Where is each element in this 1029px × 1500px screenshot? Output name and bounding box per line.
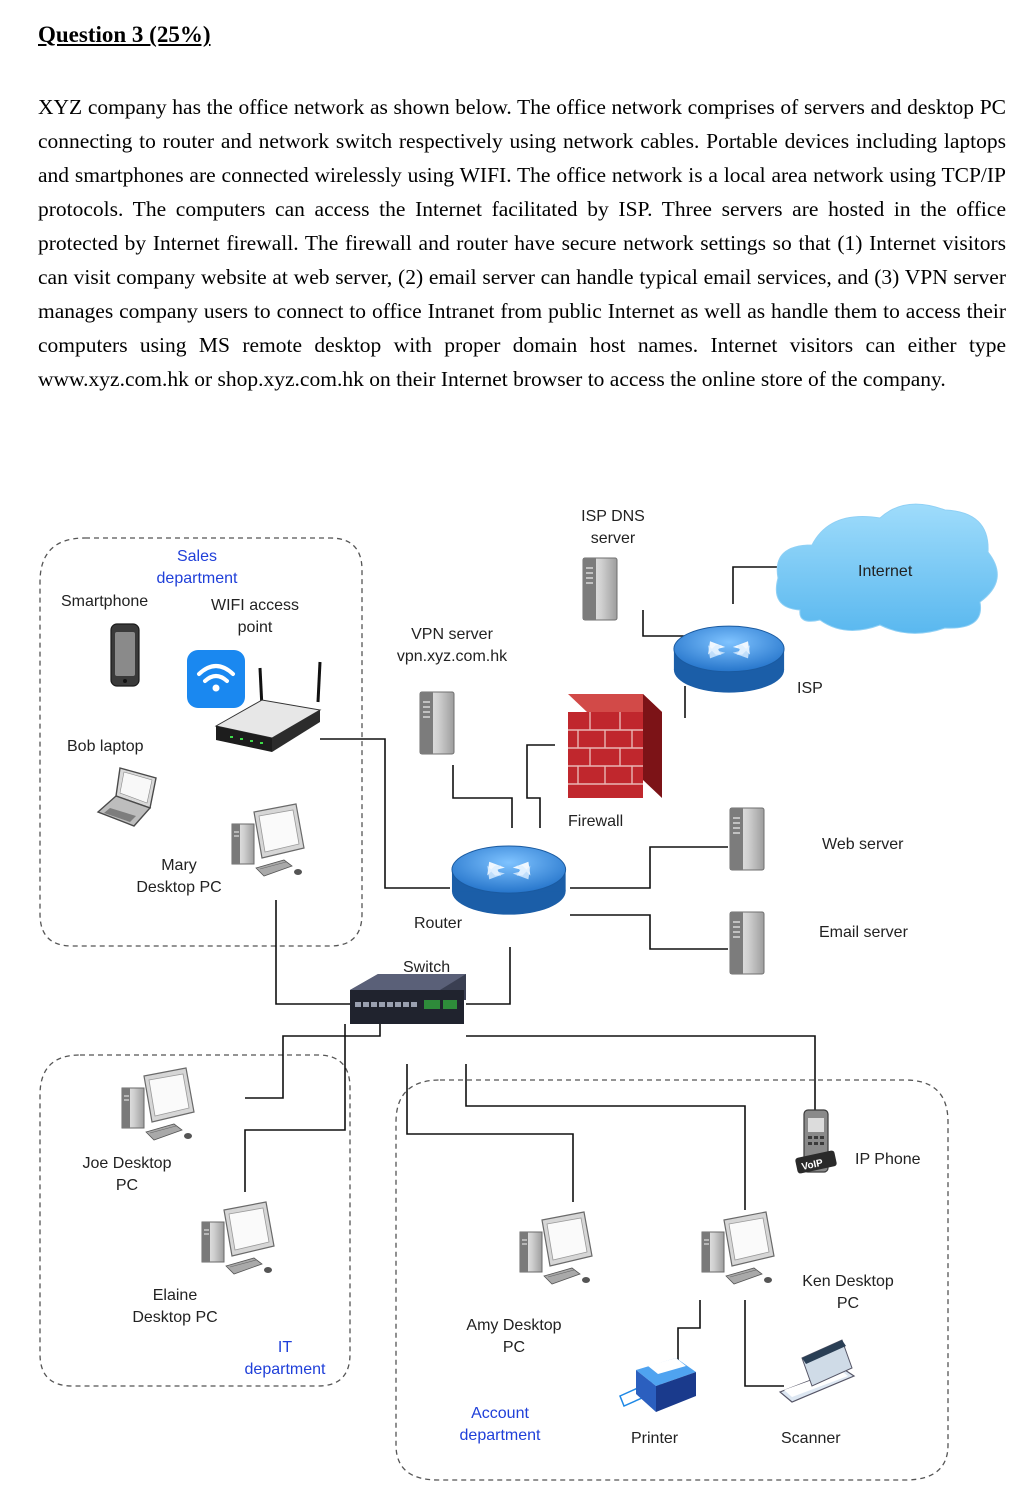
cable-ken-printer: [677, 1300, 701, 1360]
printer-icon: [619, 1358, 696, 1412]
network-diagram: VoIP Sales department Smartphone WIFI ac…: [39, 503, 998, 1481]
isp-dns-label-2: server: [591, 530, 636, 547]
switch-icon: [350, 974, 466, 1024]
vpn-label-1: VPN server: [411, 626, 493, 643]
cable-switch-joe: [245, 1024, 381, 1099]
printer-label: Printer: [631, 1430, 679, 1447]
ken-desktop-pc-icon: [701, 1211, 775, 1285]
cable-switch-amy: [406, 1064, 574, 1202]
laptop-icon: [96, 767, 157, 827]
router-label: Router: [414, 915, 463, 932]
scanner-icon: [778, 1339, 856, 1403]
elaine-pc-label-2: Desktop PC: [132, 1309, 217, 1326]
account-department-zone: [395, 1079, 949, 1481]
ken-pc-label-1: Ken Desktop: [802, 1273, 894, 1290]
cable-mary-switch: [275, 900, 350, 1005]
cable-switch-ken: [465, 1064, 746, 1210]
vpn-label-2: vpn.xyz.com.hk: [397, 648, 508, 665]
amy-pc-label-2: PC: [503, 1339, 525, 1356]
diagram-labels: Sales department Smartphone WIFI access …: [61, 508, 921, 1447]
cable-router-email: [570, 914, 728, 950]
isp-router-icon: [673, 625, 785, 694]
cable-switch-elaine: [244, 1024, 346, 1192]
elaine-pc-label-1: Elaine: [153, 1287, 198, 1304]
it-department-label-1: IT: [278, 1339, 292, 1356]
wifi-badge-icon: [187, 650, 245, 708]
smartphone-icon: [110, 623, 140, 687]
web-server-icon: [729, 807, 765, 871]
voip-badge-text: VoIP: [801, 1158, 825, 1173]
elaine-desktop-pc-icon: [201, 1201, 275, 1275]
amy-pc-label-1: Amy Desktop: [466, 1317, 561, 1334]
question-title: Question 3 (25%): [38, 22, 211, 47]
account-department-label-1: Account: [471, 1405, 529, 1422]
wifi-access-point-icon: [214, 661, 322, 752]
ip-phone-label: IP Phone: [855, 1151, 921, 1168]
vpn-server-icon: [419, 691, 455, 755]
firewall-icon: [568, 694, 662, 798]
cable-isp-internet: [732, 566, 778, 604]
isp-dns-server-icon: [582, 557, 618, 621]
account-department-label-2: department: [460, 1427, 541, 1444]
mary-desktop-pc-icon: [231, 803, 305, 877]
amy-desktop-pc-icon: [519, 1211, 593, 1285]
cable-vpn-router: [452, 765, 513, 828]
question-text: XYZ company has the office network as sh…: [38, 95, 1006, 391]
it-department-label-2: department: [245, 1361, 326, 1378]
question-paragraph: XYZ company has the office network as sh…: [38, 90, 1006, 396]
isp-label: ISP: [797, 680, 823, 697]
network-cables: [244, 566, 816, 1387]
sales-department-label-2: department: [157, 570, 238, 587]
switch-label: Switch: [403, 959, 450, 976]
mary-pc-label-2: Desktop PC: [136, 879, 221, 896]
firewall-label: Firewall: [568, 813, 623, 830]
cable-dns-isp: [642, 610, 700, 637]
cable-ken-scanner: [744, 1300, 784, 1387]
cable-switch-phone: [466, 1035, 816, 1110]
wifi-label-2: point: [238, 619, 273, 636]
ip-phone-icon: VoIP: [795, 1109, 837, 1174]
bob-laptop-label: Bob laptop: [67, 738, 144, 755]
cable-router-web: [570, 846, 728, 889]
cable-firewall-router: [526, 744, 555, 828]
joe-pc-label-1: Joe Desktop: [83, 1155, 172, 1172]
internet-label: Internet: [858, 563, 913, 580]
mary-pc-label-1: Mary: [161, 857, 197, 874]
joe-desktop-pc-icon: [121, 1067, 195, 1141]
web-server-label: Web server: [822, 836, 904, 853]
joe-pc-label-2: PC: [116, 1177, 138, 1194]
sales-department-label-1: Sales: [177, 548, 217, 565]
smartphone-label: Smartphone: [61, 593, 148, 610]
email-server-icon: [729, 911, 765, 975]
cable-wifi-router: [320, 738, 450, 889]
scanner-label: Scanner: [781, 1430, 841, 1447]
ken-pc-label-2: PC: [837, 1295, 859, 1312]
sales-department-zone: [39, 537, 363, 947]
internet-cloud-icon: [775, 503, 998, 634]
it-department-zone: [39, 1054, 351, 1387]
wifi-label-1: WIFI access: [211, 597, 299, 614]
isp-dns-label-1: ISP DNS: [581, 508, 645, 525]
email-server-label: Email server: [819, 924, 909, 941]
router-icon: [451, 845, 567, 916]
cable-router-switch: [466, 947, 511, 1005]
